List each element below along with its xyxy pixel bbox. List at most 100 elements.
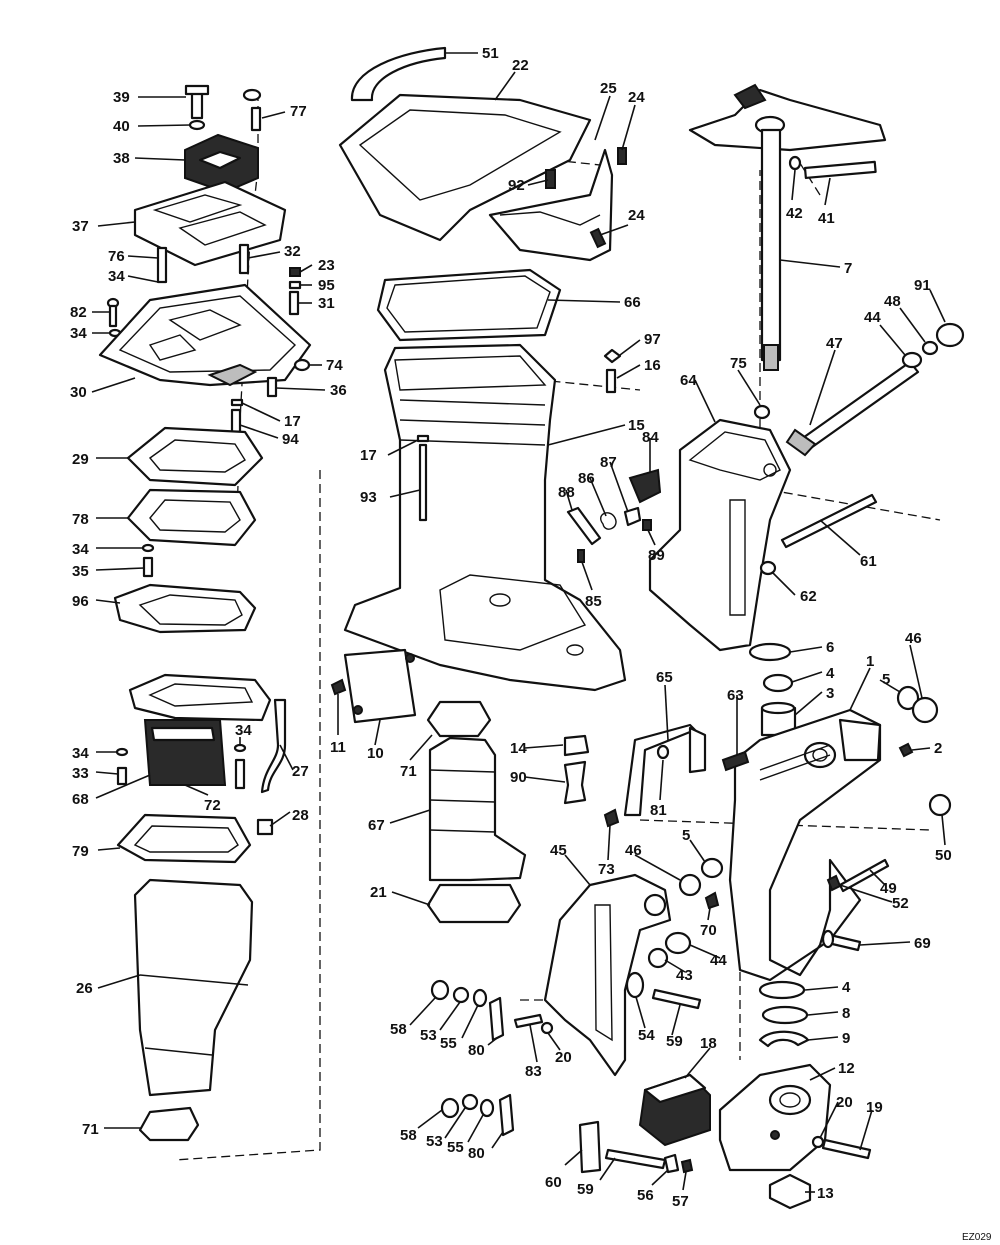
- callout-96: 96: [72, 593, 89, 610]
- callout-46a: 46: [905, 630, 922, 647]
- callout-52: 52: [892, 895, 909, 912]
- callout-72: 72: [204, 797, 221, 814]
- callout-85: 85: [585, 593, 602, 610]
- callout-15: 15: [628, 417, 645, 434]
- callout-35: 35: [72, 563, 89, 580]
- adapter-plate-30-part: [98, 283, 312, 387]
- callout-41: 41: [818, 210, 835, 227]
- plate-78-part: [126, 488, 257, 547]
- callout-44b: 44: [710, 952, 727, 969]
- screw-57-part: [680, 1158, 694, 1174]
- exhaust-tube-26-part: [133, 878, 254, 1097]
- callout-44a: 44: [864, 309, 881, 326]
- screw-89-part: [642, 519, 652, 531]
- callout-55a: 55: [440, 1035, 457, 1052]
- callout-67: 67: [368, 817, 385, 834]
- callout-17a: 17: [284, 413, 301, 430]
- callout-69: 69: [914, 935, 931, 952]
- callout-81: 81: [650, 802, 667, 819]
- washer-40-part: [188, 119, 206, 131]
- screw-11-part: [330, 678, 347, 696]
- bolt-41-part: [803, 160, 877, 180]
- callout-34b: 34: [70, 325, 87, 342]
- callout-24a: 24: [628, 89, 645, 106]
- screw-73-part: [603, 808, 620, 828]
- callout-43: 43: [676, 967, 693, 984]
- callout-68: 68: [72, 791, 89, 808]
- callout-labels: 51 22 25 24 24 92 39 40 77 38 37 76 32 3…: [70, 45, 952, 1210]
- cowl-handle-part: [350, 46, 447, 102]
- pin-85-part: [577, 549, 585, 563]
- bolt-59b-part: [604, 1148, 667, 1170]
- gasket-29-part: [126, 426, 264, 487]
- callout-59a: 59: [666, 1033, 683, 1050]
- callout-58b: 58: [400, 1127, 417, 1144]
- callout-84: 84: [642, 429, 659, 446]
- callout-82: 82: [70, 304, 87, 321]
- clamp-bracket-64-part: [648, 418, 792, 652]
- callout-31: 31: [318, 295, 335, 312]
- callout-80b: 80: [468, 1145, 485, 1162]
- callout-38: 38: [113, 150, 130, 167]
- callout-88: 88: [558, 484, 575, 501]
- washer-53a-part: [452, 986, 470, 1004]
- rear-cowl-cover-part: [488, 148, 614, 262]
- bolt-36-part: [266, 376, 278, 398]
- bracket-84-part: [628, 468, 662, 504]
- stud-93-part: [418, 443, 428, 522]
- plate-60-part: [578, 1120, 602, 1174]
- callout-4b: 4: [842, 979, 851, 996]
- washer-53b-part: [461, 1093, 479, 1111]
- callout-74: 74: [326, 357, 343, 374]
- tilt-rod-61-part: [780, 493, 878, 549]
- callout-71a: 71: [82, 1121, 99, 1138]
- callout-71b: 71: [400, 763, 417, 780]
- leader-lines: [91, 52, 946, 1193]
- screw-24a-part: [617, 147, 627, 165]
- callout-93: 93: [360, 489, 377, 506]
- bolt-59a-part: [651, 988, 702, 1010]
- link-80a-part: [488, 996, 505, 1042]
- cover-10-part: [343, 648, 417, 724]
- callout-12: 12: [838, 1060, 855, 1077]
- washer-20b-part: [811, 1135, 825, 1149]
- nut-70-part: [704, 891, 720, 910]
- bolt-76-part: [156, 246, 168, 284]
- callout-29: 29: [72, 451, 89, 468]
- washer-42-part: [788, 155, 802, 171]
- callout-28: 28: [292, 807, 309, 824]
- washer-34e-part: [233, 743, 247, 753]
- callout-25: 25: [600, 80, 617, 97]
- callout-16: 16: [644, 357, 661, 374]
- clip-52-part: [826, 874, 842, 892]
- callout-34c: 34: [72, 541, 89, 558]
- callout-6: 6: [826, 639, 834, 656]
- callout-70: 70: [700, 922, 717, 939]
- bearing-4a-part: [762, 673, 794, 693]
- callout-56: 56: [637, 1187, 654, 1204]
- callout-60: 60: [545, 1174, 562, 1191]
- callout-55b: 55: [447, 1139, 464, 1156]
- yoke-12-part: [718, 1063, 832, 1172]
- callout-78: 78: [72, 511, 89, 528]
- clamp-group: [430, 723, 750, 1174]
- callout-5a: 5: [882, 671, 890, 688]
- callout-75: 75: [730, 355, 747, 372]
- callout-4a: 4: [826, 665, 835, 682]
- callout-22: 22: [512, 57, 529, 74]
- washer-17a-part: [230, 398, 244, 407]
- callout-17b: 17: [360, 447, 377, 464]
- steering-arm-7-part: [688, 88, 887, 152]
- callout-89: 89: [648, 547, 665, 564]
- bolt-19-part: [821, 1138, 872, 1160]
- bushing-58a-part: [430, 979, 450, 1001]
- exhaust-plate-68-part: [128, 673, 272, 722]
- bushing-5a-part: [896, 685, 920, 711]
- callout-36: 36: [330, 382, 347, 399]
- nut-56-part: [663, 1153, 680, 1174]
- cowl-group: [338, 46, 627, 262]
- callout-77: 77: [290, 103, 307, 120]
- callout-11: 11: [330, 739, 346, 756]
- bolt-72-part: [234, 758, 246, 790]
